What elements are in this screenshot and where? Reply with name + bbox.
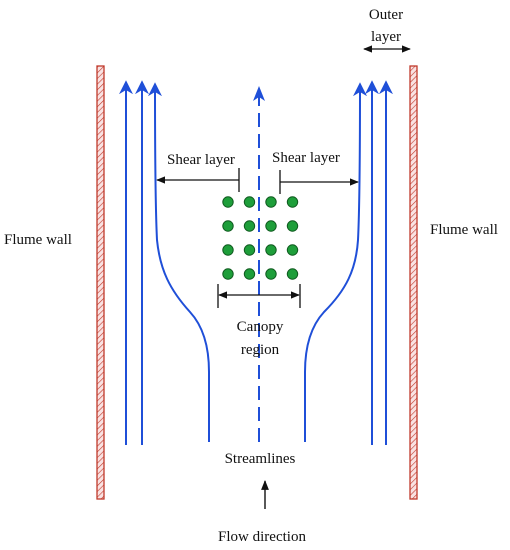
canopy-element [286,220,299,232]
canopy-region-label-line1: Canopy [237,319,284,335]
flume-wall-right-label: Flume wall [430,222,498,238]
shear-layer-right-label: Shear layer [272,150,340,166]
flow-direction-label: Flow direction [218,529,306,545]
canopy-element [265,268,277,280]
streamline-right-curved [304,82,367,442]
flume-wall-left-bar [96,65,105,500]
shear-layer-left-label: Shear layer [167,152,235,168]
canopy-element [286,268,299,280]
flume-wall-left-label: Flume wall [4,232,72,248]
canopy-element [243,268,256,280]
canopy-element [243,220,256,232]
streamline-left-curved [148,82,210,442]
canopy-element [222,220,234,232]
canopy-element [265,220,277,232]
outer-layer-label-line2: layer [371,29,401,45]
streamlines-label: Streamlines [225,451,296,467]
canopy-element [222,244,234,256]
canopy-region-label-line2: region [241,342,280,358]
canopy-element [222,196,234,208]
canopy-element [265,196,277,208]
canopy-element [265,244,277,256]
canopy-element [286,196,299,208]
flume-wall-right-bar [409,65,418,500]
canopy-element [286,244,299,256]
canopy-element [222,268,234,280]
outer-layer-label-line1: Outer [369,7,403,23]
canopy-element [243,244,256,256]
canopy-array [222,196,299,280]
streamline-centerline-arrowhead [253,86,265,101]
canopy-element [243,196,256,208]
